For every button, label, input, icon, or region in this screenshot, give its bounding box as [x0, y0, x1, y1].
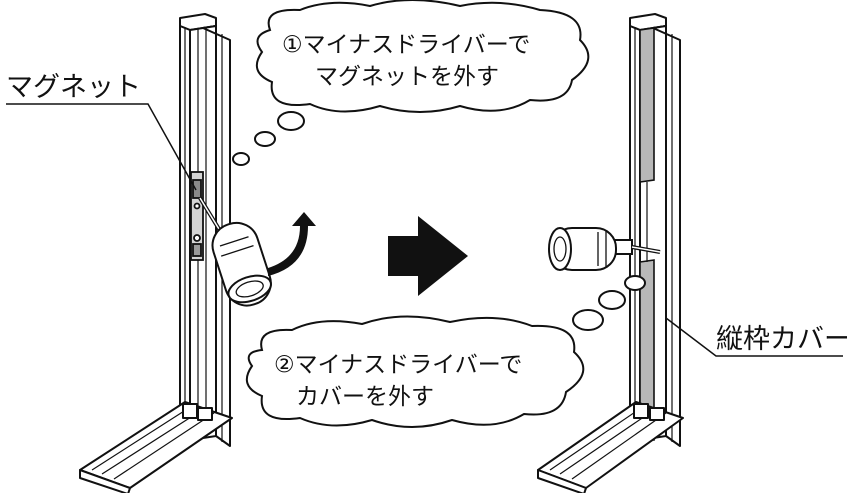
step2-line1: ②マイナスドライバーで [274, 352, 522, 378]
thought-bubble-step2 [245, 275, 646, 428]
screwdriver-right [548, 227, 661, 271]
step2-line2: カバーを外す [296, 384, 434, 410]
frame-cover-leader-line [665, 317, 843, 357]
magnet-part [190, 171, 204, 261]
magnet-leader-line [6, 103, 197, 191]
step1-line1: ①マイナスドライバーで [282, 32, 530, 58]
right-bottom-rail [537, 401, 684, 493]
frame-cover-label: 縦枠カバー [716, 324, 847, 355]
frame-cover [639, 27, 655, 441]
right-vertical-frame [629, 13, 681, 447]
right-arrow-icon [388, 216, 468, 296]
magnet-label: マグネット [6, 72, 141, 103]
left-bottom-rail [79, 401, 233, 493]
step1-line2: マグネットを外す [315, 64, 499, 90]
thought-bubble-step1 [232, 0, 590, 166]
screwdriver-left [198, 196, 272, 307]
curved-arrow-icon [268, 212, 316, 276]
